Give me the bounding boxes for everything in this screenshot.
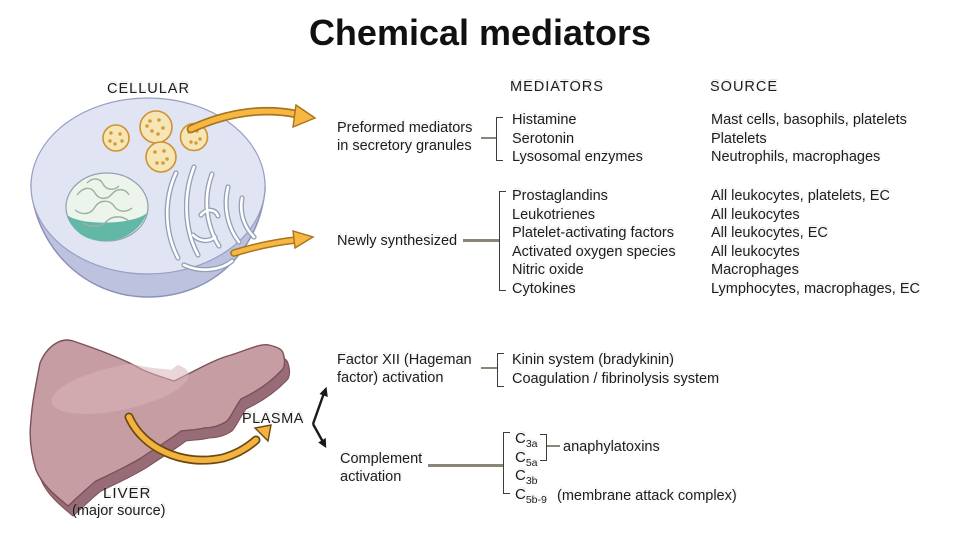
source-item: Mast cells, basophils, platelets <box>711 112 907 128</box>
connector-line <box>428 464 503 467</box>
membrane-attack-label: (membrane attack complex) <box>557 488 737 504</box>
source-item: All leukocytes, platelets, EC <box>711 188 890 204</box>
connector-line <box>547 445 560 447</box>
mediator-item: Leukotrienes <box>512 206 596 223</box>
plasma-label: PLASMA <box>242 411 304 427</box>
nucleus <box>65 172 149 242</box>
arrowhead-up-icon <box>319 386 328 397</box>
granule-dots <box>108 118 202 165</box>
chromatin-squiggles <box>74 178 133 227</box>
bracket-factorxii <box>497 353 504 387</box>
mediator-item: Kinin system (bradykinin) <box>512 352 674 368</box>
secretory-granules <box>102 110 209 173</box>
group-label-line: Preformed mediators <box>337 120 473 136</box>
slide-title: Chemical mediators <box>308 12 652 53</box>
source-item: Lymphocytes, macrophages, EC <box>711 280 921 297</box>
group-label-line: Newly synthesized <box>337 233 458 249</box>
er-tubules <box>164 164 257 273</box>
complement-item: C3b <box>515 467 547 487</box>
source-item: Platelets <box>711 130 767 147</box>
complement-base: C <box>515 485 526 503</box>
liver-note: (major source) <box>72 503 166 519</box>
group-label-line: Factor XII (Hageman <box>337 352 472 368</box>
connector-line <box>481 137 496 139</box>
anaphylatoxins-label: anaphylatoxins <box>563 439 660 455</box>
source-item: Neutrophils, macrophages <box>711 149 881 165</box>
mediator-list-newly: Prostaglandins Leukotrienes Platelet-act… <box>512 187 676 298</box>
connector-line <box>481 367 497 369</box>
group-label-line: activation <box>340 469 402 485</box>
arrowhead-down-icon <box>318 438 327 448</box>
source-item: All leukocytes, EC <box>711 225 828 241</box>
mediator-item: Cytokines <box>512 280 576 297</box>
mediator-list-preformed: Histamine Serotonin Lysosomal enzymes <box>512 111 643 167</box>
mediator-item: Activated oxygen species <box>512 243 676 260</box>
group-newly-label: Newly synthesized <box>337 232 457 251</box>
complement-list: C3a C5a C3b C5b-9 <box>515 430 547 506</box>
mediator-item: Nitric oxide <box>512 262 584 278</box>
source-list-preformed: Mast cells, basophils, platelets Platele… <box>711 111 907 167</box>
complement-sub: 3a <box>525 437 538 450</box>
source-item: All leukocytes <box>711 243 800 260</box>
bracket-complement <box>503 432 510 494</box>
mediator-item: Coagulation / fibrinolysis system <box>512 370 720 387</box>
mediator-item: Platelet-activating factors <box>512 225 674 241</box>
complement-sub: 3b <box>525 474 538 487</box>
secretion-arrow-bottom <box>230 230 315 257</box>
connector-line <box>463 239 499 242</box>
complement-item: C5b-9 <box>515 485 547 506</box>
source-item: Macrophages <box>711 262 799 278</box>
mediator-item: Lysosomal enzymes <box>512 149 643 165</box>
group-label-line: in secretory granules <box>337 137 472 154</box>
complement-sub: 5b-9 <box>525 493 547 506</box>
source-list-newly: All leukocytes, platelets, EC All leukoc… <box>711 187 920 298</box>
group-preformed-label: Preformed mediators in secretory granule… <box>337 120 472 155</box>
group-label-line: factor) activation <box>337 370 444 386</box>
source-item: All leukocytes <box>711 206 800 223</box>
column-header-source: SOURCE <box>710 79 779 95</box>
group-label-line: Complement <box>340 451 423 467</box>
bracket-preformed <box>496 117 503 161</box>
cell-illustration <box>30 97 317 298</box>
plasma-branch-arrows <box>311 386 328 448</box>
liver-arrow <box>124 412 272 465</box>
mediator-item: Serotonin <box>512 130 575 147</box>
bracket-anaphylatoxins <box>540 434 547 461</box>
complement-item: C5a <box>515 448 547 469</box>
group-factorxii-label: Factor XII (Hageman factor) activation <box>337 351 472 387</box>
group-complement-label: Complement activation <box>340 450 422 486</box>
complement-base: C <box>515 430 526 447</box>
complement-base: C <box>515 448 526 466</box>
mediator-item: Prostaglandins <box>512 188 608 204</box>
mediator-item: Histamine <box>512 112 577 128</box>
liver-highlight <box>51 362 189 414</box>
mediator-list-factorxii: Kinin system (bradykinin) Coagulation / … <box>512 351 719 388</box>
liver-illustration <box>29 339 290 517</box>
column-header-mediators: MEDIATORS <box>510 79 604 95</box>
complement-base: C <box>515 467 526 484</box>
complement-sub: 5a <box>525 456 538 469</box>
secretion-arrow-top <box>186 103 317 134</box>
column-header-cellular: CELLULAR <box>107 81 190 97</box>
liver-label: LIVER <box>103 485 152 502</box>
complement-item: C3a <box>515 430 547 450</box>
bracket-newly <box>499 191 506 291</box>
